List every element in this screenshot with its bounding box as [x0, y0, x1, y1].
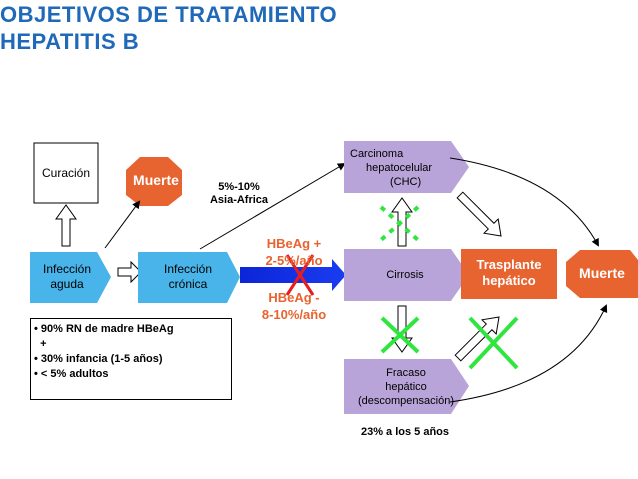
bullet-item: +	[34, 338, 47, 350]
hbeag-negative-line-2: 8-10%/año	[261, 307, 327, 322]
infeccion-aguda-label: Infección aguda	[30, 262, 104, 292]
infeccion-cronica-chevron	[138, 252, 240, 303]
arrow-fracaso-to-trasplante	[454, 316, 500, 362]
carcinoma-line-2: hepatocelular	[366, 162, 433, 174]
arrow-cronica-to-muerte	[104, 200, 141, 249]
asia-africa-line-2: Asia-Africa	[209, 194, 269, 206]
arrow-cirrosis-to-carcinoma	[391, 197, 413, 247]
muerte-right-octagon	[566, 250, 638, 298]
carcinoma-label: Carcinoma hepatocelular (CHC)	[346, 147, 456, 189]
bullet-item: • 30% infancia (1-5 años)	[34, 353, 163, 365]
fracaso-line-2: hepático	[385, 381, 427, 393]
green-dotted-x-2	[379, 205, 420, 242]
infeccion-aguda-line-1: Infección	[42, 262, 92, 276]
arrow-carcinoma-to-trasplante	[456, 191, 502, 237]
cirrosis-chevron	[344, 249, 469, 301]
bullet-list-box: • 90% RN de madre HBeAg + • 30% infancia…	[30, 318, 232, 400]
bullet-item: • 90% RN de madre HBeAg	[34, 323, 174, 335]
fracaso-line-3: (descompensación)	[358, 395, 454, 407]
infeccion-cronica-line-2: crónica	[168, 277, 208, 291]
cirrosis-label: Cirrosis	[386, 269, 424, 281]
arrow-aguda-to-curacion	[55, 204, 77, 247]
carcinoma-line-3: (CHC)	[390, 176, 422, 188]
green-x-down-2	[380, 316, 420, 354]
carcinoma-line-1: Carcinoma	[350, 148, 404, 160]
carcinoma-chevron	[344, 141, 469, 193]
hbeag-negative-label: HBeAg - 8-10%/año	[246, 289, 342, 323]
red-x-line-2	[285, 254, 315, 296]
hbeag-positive-label: HBeAg + 2-5%/año	[246, 235, 342, 269]
trasplante-box	[461, 249, 557, 299]
muerte-right-label: Muerte	[579, 265, 625, 281]
asia-africa-line-1: 5%-10%	[218, 181, 260, 193]
title-line-2: HEPATITIS B	[0, 29, 140, 54]
infeccion-aguda-line-2: aguda	[50, 277, 84, 291]
infeccion-cronica-line-1: Infección	[163, 262, 213, 276]
infeccion-cronica-label: Infección crónica	[146, 262, 230, 292]
trasplante-line-1: Trasplante	[476, 257, 542, 272]
title-line-1: OBJETIVOS DE TRATAMIENTO	[0, 2, 338, 27]
hbeag-positive-line-2: 2-5%/año	[265, 253, 323, 268]
curacion-box	[33, 142, 99, 204]
asia-africa-label: 5%-10% Asia-Africa	[196, 181, 282, 207]
infeccion-aguda-chevron	[30, 252, 111, 303]
arrow-fracaso-to-muerte	[449, 304, 608, 403]
five-years-label: 23% a los 5 años	[360, 426, 450, 438]
arrow-carcinoma-to-muerte	[449, 157, 599, 247]
arrow-aguda-to-cronica	[117, 260, 142, 284]
fracaso-label: Fracaso hepático (descompensación)	[348, 366, 464, 408]
trasplante-line-2: hepático	[482, 273, 536, 288]
hbeag-negative-line-1: HBeAg -	[268, 290, 320, 305]
page-title: OBJETIVOS DE TRATAMIENTO HEPATITIS B	[0, 1, 520, 55]
muerte-left-label: Muerte	[133, 172, 179, 188]
bullet-item: • < 5% adultos	[34, 368, 109, 380]
arrow-cronica-to-cirrosis	[240, 259, 346, 291]
green-x-diag-2	[468, 316, 519, 370]
hbeag-positive-line-1: HBeAg +	[266, 236, 322, 251]
fracaso-line-1: Fracaso	[386, 367, 426, 379]
trasplante-label: Trasplante hepático	[461, 257, 557, 289]
muerte-left-octagon	[126, 157, 182, 206]
curacion-label: Curación	[41, 166, 91, 180]
arrow-cronica-to-carcinoma	[199, 162, 346, 250]
fracaso-chevron	[344, 359, 469, 414]
